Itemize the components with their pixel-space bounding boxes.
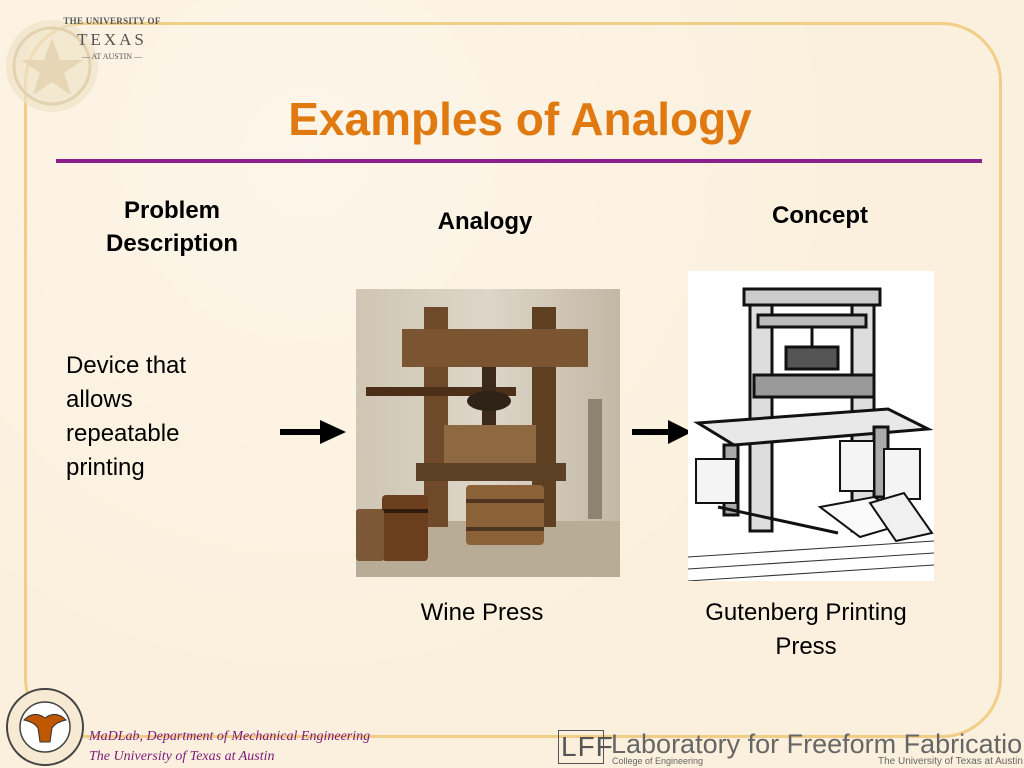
slide-frame — [24, 22, 1002, 738]
ut-logo-line3: — AT AUSTIN — — [81, 52, 143, 61]
footer-lab-info: MaDLab, Department of Mechanical Enginee… — [89, 727, 370, 767]
ut-logo-line2: TEXAS — [77, 30, 147, 49]
ut-logo-line1: THE UNIVERSITY OF — [63, 16, 161, 26]
ut-austin-logo: THE UNIVERSITY OF TEXAS — AT AUSTIN — — [6, 4, 166, 124]
column-heading-problem: Problem Description — [105, 197, 239, 257]
column-heading-analogy: Analogy — [437, 208, 533, 235]
lff-logo-abbr: LFF — [561, 731, 614, 762]
footer-lab-line1: MaDLab, Department of Mechanical Enginee… — [89, 729, 371, 744]
gutenberg-press-image — [688, 271, 934, 581]
right-arrow-icon — [632, 420, 692, 444]
title-divider — [56, 159, 982, 163]
right-arrow-icon — [280, 420, 346, 444]
ut-seal-icon — [6, 20, 98, 112]
wine-press-image — [356, 289, 620, 577]
footer-lab-line2: The University of Texas at Austin — [89, 749, 275, 764]
column-heading-concept: Concept — [772, 202, 868, 229]
problem-description-text: Device that allows repeatable printing — [66, 352, 187, 481]
lff-university: The University of Texas at Austin — [878, 756, 1023, 767]
lff-lab-name: Laboratory for Freeform Fabrication — [611, 729, 1024, 759]
slide-title: Examples of Analogy — [288, 93, 752, 145]
lff-logo-box — [558, 730, 604, 764]
lff-college: College of Engineering — [612, 756, 704, 766]
caption-gutenberg-press: Gutenberg Printing Press — [705, 599, 907, 660]
madlab-seal-icon — [6, 688, 84, 766]
caption-wine-press: Wine Press — [420, 599, 544, 626]
